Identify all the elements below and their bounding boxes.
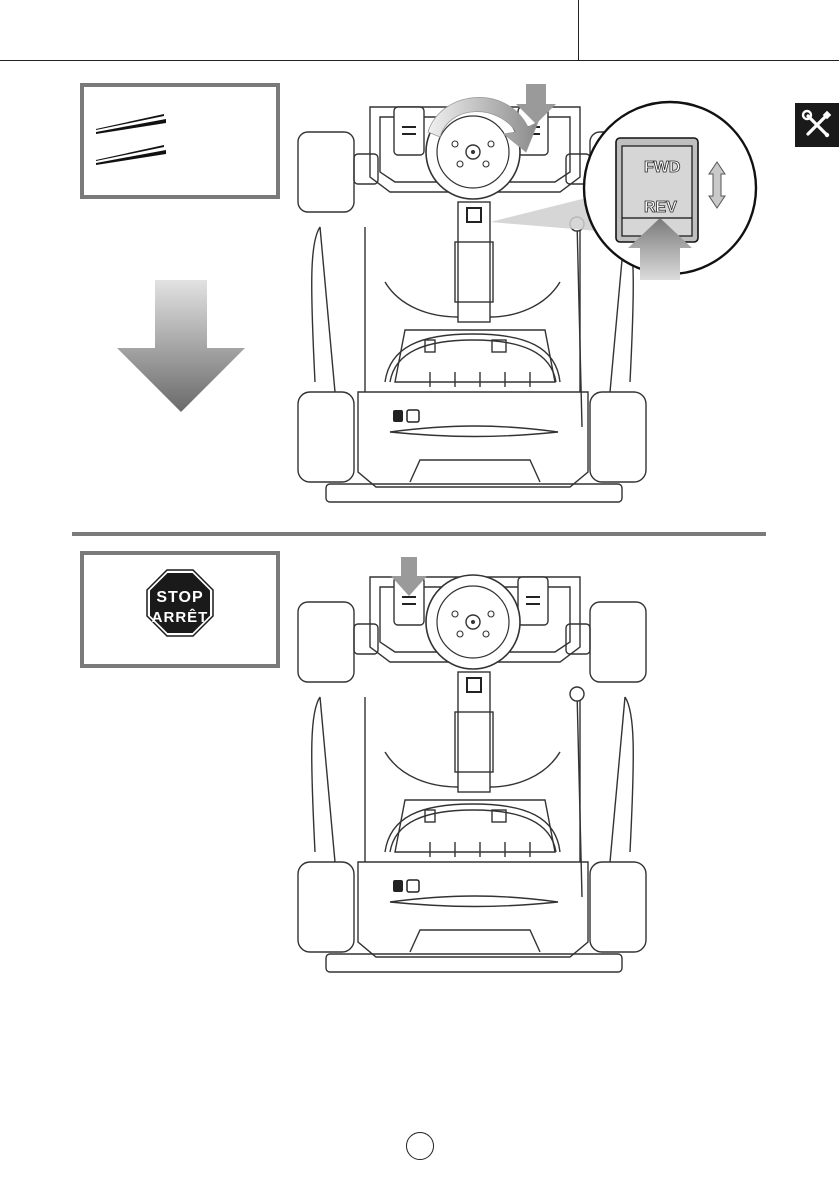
section-divider — [72, 532, 766, 536]
crop-mark — [578, 0, 579, 60]
down-arrow-icon — [115, 280, 247, 414]
gear-switch-callout: FWD REV — [582, 100, 762, 280]
kart-top-view-stop — [290, 552, 770, 982]
rev-label: REV — [644, 199, 677, 216]
top-rule — [0, 60, 839, 61]
fwd-label: FWD — [644, 159, 680, 176]
tools-tab — [795, 103, 839, 147]
speed-lines-icon — [84, 87, 276, 195]
page-number-circle — [406, 1132, 434, 1160]
stop-sign-icon: STOP ARRÊT — [84, 555, 276, 664]
stop-panel: STOP ARRÊT — [80, 551, 280, 668]
stop-line-2: ARRÊT — [152, 608, 209, 626]
stop-line-1: STOP — [156, 589, 203, 606]
speed-panel — [80, 83, 280, 199]
tools-icon — [795, 103, 839, 147]
